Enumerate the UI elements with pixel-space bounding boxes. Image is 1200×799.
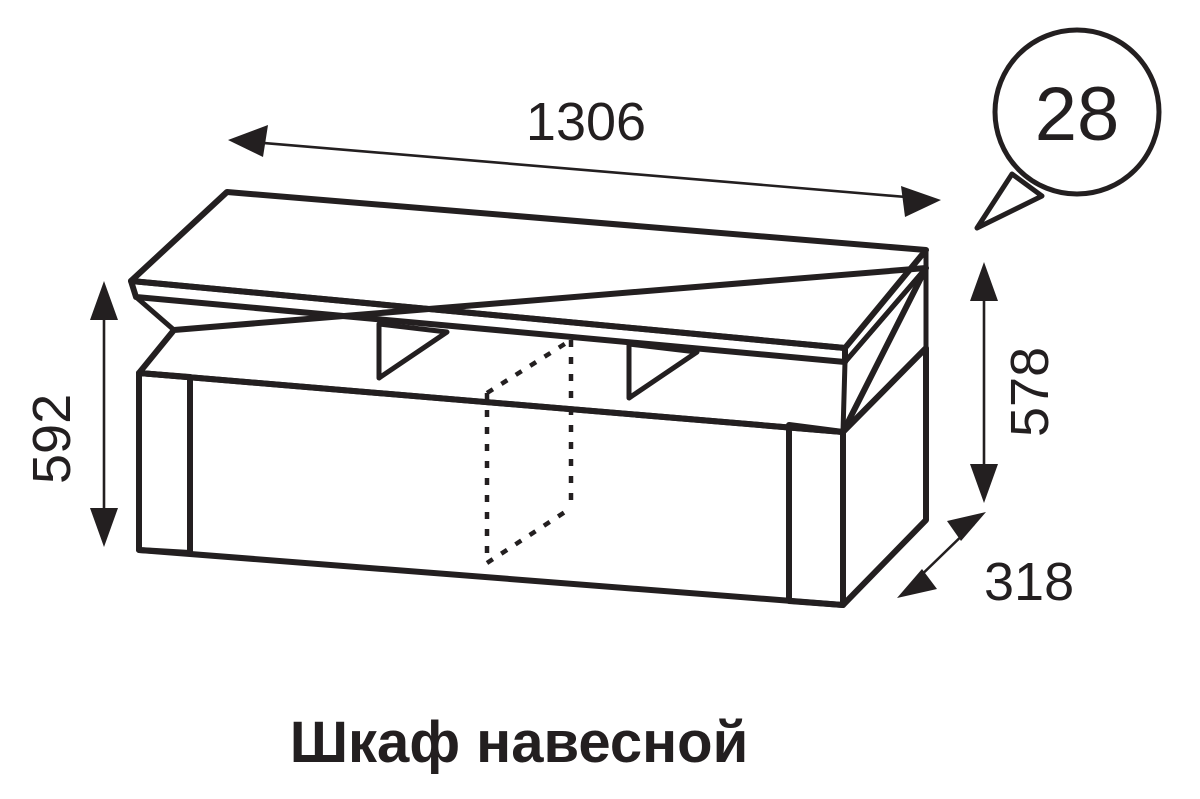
item-callout[interactable]: 28 <box>974 27 1162 231</box>
right-upper-wedge <box>840 265 929 435</box>
left-side-panel <box>136 370 193 556</box>
hidden-divider-top-edge <box>485 338 573 395</box>
width-dimension: 1306 <box>228 92 941 217</box>
item-number-label: 28 <box>1035 72 1120 157</box>
arrow-up-icon <box>90 281 118 320</box>
carcass-height-dimension-label: 578 <box>1000 347 1060 437</box>
carcass-height-dimension: 578 <box>970 262 1060 503</box>
hidden-divider-bottom-edge <box>485 506 573 565</box>
width-dimension-label: 1306 <box>526 92 646 152</box>
overall-height-dimension: 592 <box>22 281 118 547</box>
cabinet-assembly <box>128 189 929 608</box>
front-facade <box>136 370 846 608</box>
arrow-down-icon <box>970 464 998 503</box>
arrow-up-right-icon <box>947 512 986 541</box>
top-panel-edge <box>128 278 848 365</box>
arrow-up-icon <box>970 262 998 301</box>
callout-balloon-icon <box>992 27 1162 197</box>
width-dimension-line <box>251 140 919 200</box>
depth-dimension-label: 318 <box>984 552 1074 612</box>
arrow-left-icon <box>228 125 268 157</box>
arrow-down-icon <box>90 508 118 547</box>
arrow-right-icon <box>901 186 941 217</box>
hidden-divider <box>484 338 574 565</box>
overall-height-dimension-label: 592 <box>22 394 82 484</box>
shelf-bracket-right <box>626 341 700 401</box>
depth-dimension: 318 <box>897 512 1074 612</box>
page-title: Шкаф навесной <box>290 710 748 775</box>
arrow-down-left-icon <box>897 569 937 598</box>
right-side-panel <box>786 422 846 608</box>
callout-tail-icon <box>974 171 1045 231</box>
left-connector-edge <box>133 294 177 376</box>
shelf-bracket-left <box>376 321 450 381</box>
